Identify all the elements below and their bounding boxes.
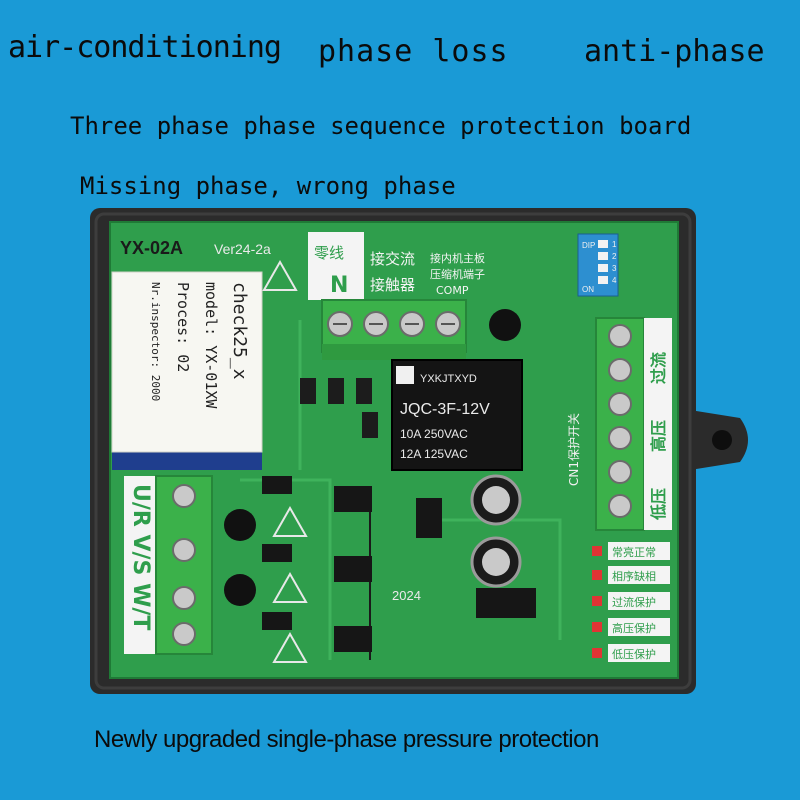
caption-missing-phase: Missing phase, wrong phase bbox=[80, 172, 456, 200]
pressure-label-high: 高压 bbox=[649, 420, 668, 452]
caption-title: Three phase phase sequence protection bo… bbox=[70, 112, 692, 140]
status-led-icon bbox=[592, 648, 602, 658]
cn1-label: CN1保护开关 bbox=[567, 413, 581, 486]
dip-number: 1 bbox=[612, 240, 617, 249]
relay-brand: YXKJTXYD bbox=[420, 373, 477, 385]
sticker-model: model: YX-01XW bbox=[202, 282, 220, 409]
caption-upgraded: Newly upgraded single-phase pressure pro… bbox=[94, 726, 599, 753]
status-led-icon bbox=[592, 596, 602, 606]
pcb-hole-icon bbox=[224, 509, 256, 541]
relay: YXKJTXYD JQC-3F-12V 10A 250VAC 12A 125VA… bbox=[391, 359, 523, 471]
status-led-icon bbox=[592, 570, 602, 580]
neutral-label: 零线 bbox=[314, 244, 344, 262]
status-led-icon bbox=[592, 622, 602, 632]
sticker-check: check25_x bbox=[229, 282, 250, 380]
contactor-label-2: 接触器 bbox=[370, 276, 415, 294]
neutral-label-box bbox=[308, 232, 364, 300]
comp-label-3: COMP bbox=[436, 284, 469, 297]
pcb-hole-icon bbox=[224, 574, 256, 606]
inspection-sticker: check25_x model: YX-01XW Proces: 02 Nr.i… bbox=[111, 271, 263, 453]
relay-model: JQC-3F-12V bbox=[400, 401, 490, 418]
caption-anti-phase: anti-phase bbox=[584, 34, 765, 69]
status-led-label: 高压保护 bbox=[612, 621, 656, 635]
pcb-hole-icon bbox=[489, 309, 521, 341]
phase-terminal-label: U/R V/S W/T bbox=[128, 484, 153, 630]
warning-icon bbox=[272, 571, 308, 603]
status-led-list: 常亮正常 相序缺相 过流保护 高压保护 低压保护 bbox=[592, 542, 670, 662]
status-led-label: 低压保护 bbox=[612, 647, 656, 661]
relay-logo-icon bbox=[396, 366, 414, 384]
comp-label-1: 接内机主板 bbox=[430, 251, 485, 265]
pressure-label-low: 低压 bbox=[649, 488, 668, 521]
status-led-label: 相序缺相 bbox=[612, 569, 656, 583]
status-led-label: 常亮正常 bbox=[612, 545, 656, 559]
phase-terminal-block: U/R V/S W/T bbox=[124, 475, 213, 655]
warning-icon bbox=[272, 505, 308, 537]
status-led-label: 过流保护 bbox=[612, 595, 656, 609]
dip-number: 2 bbox=[612, 252, 617, 261]
caption-phase-loss: phase loss bbox=[318, 34, 509, 69]
sticker-proces: Proces: 02 bbox=[174, 282, 192, 372]
relay-rating-1: 10A 250VAC bbox=[400, 427, 468, 441]
status-led-icon bbox=[592, 546, 602, 556]
relay-rating-2: 12A 125VAC bbox=[400, 447, 468, 461]
comp-label-2: 压缩机端子 bbox=[430, 267, 485, 281]
dip-on-label: ON bbox=[582, 285, 594, 294]
contactor-label-1: 接交流 bbox=[370, 250, 415, 268]
pressure-terminal-block: 低压 高压 过流 bbox=[595, 317, 672, 531]
neutral-letter: N bbox=[330, 273, 348, 298]
pressure-label-overcurrent: 过流 bbox=[649, 352, 668, 384]
dip-number: 3 bbox=[612, 264, 617, 273]
board-model: YX-02A bbox=[120, 238, 183, 258]
capacitors bbox=[470, 474, 522, 588]
caption-air-conditioning: air-conditioning bbox=[8, 30, 282, 65]
warning-icon bbox=[262, 259, 298, 291]
dip-switch: DIP ON 1 2 3 4 bbox=[577, 233, 619, 297]
mounting-hole-icon bbox=[712, 430, 732, 450]
top-terminal-block bbox=[321, 299, 467, 360]
dip-label: DIP bbox=[582, 241, 595, 250]
board-year: 2024 bbox=[392, 588, 421, 603]
board-version: Ver24-2a bbox=[214, 241, 271, 257]
dip-number: 4 bbox=[612, 276, 617, 285]
sticker-inspector: Nr.inspector: 2000 bbox=[149, 282, 162, 401]
warning-icon bbox=[272, 631, 308, 663]
